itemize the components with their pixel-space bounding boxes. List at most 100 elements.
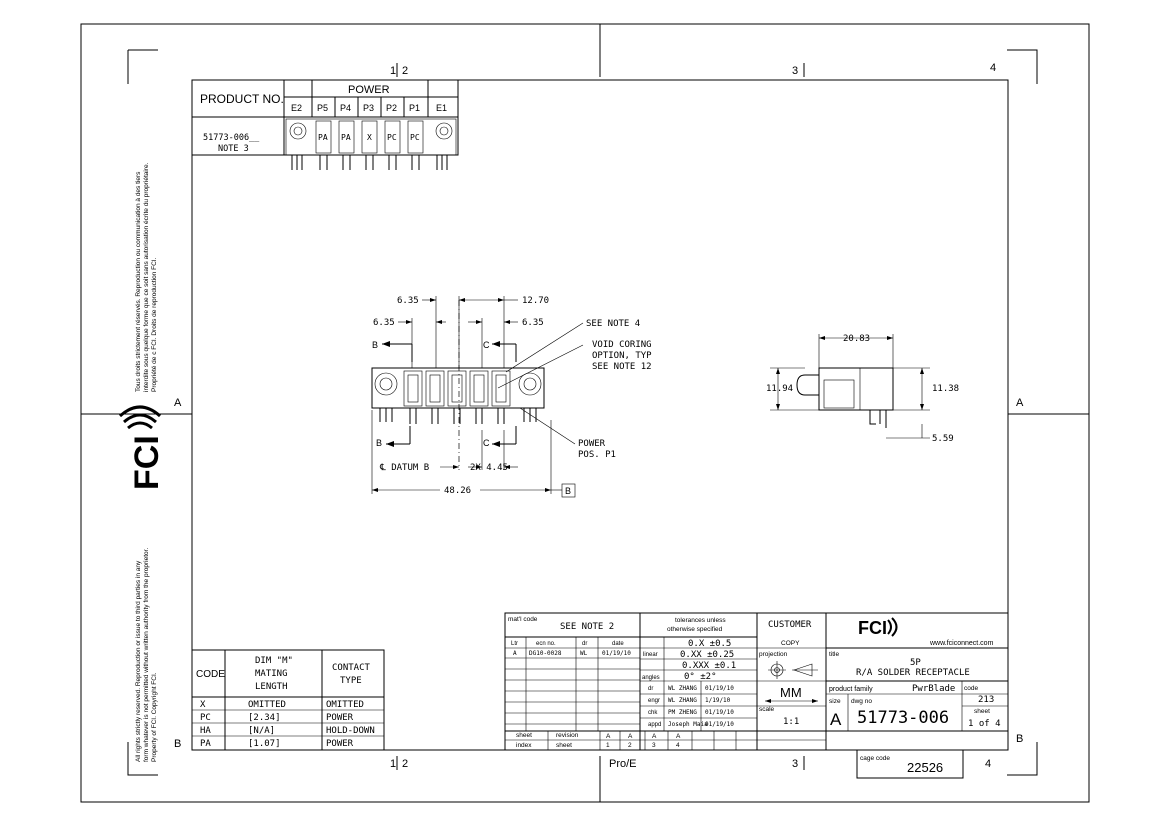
copyright-en-line: Property of FCI. Copyright FCI. (151, 672, 158, 762)
index-rev-cell: A (652, 733, 657, 740)
title-line2: R/A SOLDER RECEPTACLE (856, 668, 970, 678)
zone-label-right-b: B (1016, 733, 1023, 745)
sheet-label: sheet (516, 732, 532, 739)
index-sheet-cell: 4 (676, 742, 680, 749)
section-c-bottom: C (483, 438, 490, 448)
title-line1: 5P (910, 658, 921, 668)
index-sheet-cell: 3 (652, 742, 656, 749)
datum-b-box-label: B (565, 486, 571, 496)
approval-date: 01/19/10 (705, 709, 734, 716)
zone-label-left-a: A (174, 397, 182, 409)
rev-header-dr: dr (582, 641, 587, 647)
contact-code-p5: PA (318, 133, 328, 142)
zone-label-bottom-4: 4 (985, 758, 991, 770)
code-cell: X (200, 700, 206, 710)
zone-label-bottom-1: 1 (390, 758, 396, 770)
dim-side-height-left: 11.94 (766, 384, 793, 394)
approval-name: WL ZHANG (668, 685, 697, 692)
index-rev-cell: A (676, 733, 681, 740)
rev-dr: WL (580, 650, 588, 657)
section-c-top: C (483, 340, 490, 350)
scale-value: 1:1 (783, 717, 799, 727)
contact-code-p4: PA (341, 133, 351, 142)
dwg-no-label: dwg no (851, 698, 872, 705)
outer-border (80, 23, 1090, 803)
contact-type-cell: POWER (326, 739, 354, 749)
header-contact-line2: TYPE (340, 676, 362, 686)
copyright-en-line: All rights strictly reserved. Reproducti… (135, 560, 142, 762)
size-value: A (830, 710, 842, 729)
fci-logo-waves (887, 617, 898, 637)
revision-label: revision (556, 732, 579, 739)
matl-code-label: mat'l code (508, 616, 538, 623)
index-rev-cell: A (606, 733, 611, 740)
linear-label: linear (643, 652, 658, 658)
index-cells: A 1 A 2 A 3 A 4 (606, 733, 681, 749)
dim-side-bottom: 5.59 (932, 434, 954, 444)
copyright-fr-line: Tous droits strictement réservés. Reprod… (135, 171, 142, 392)
contact-type-cell: POWER (326, 713, 354, 723)
rev-header-ltr: Ltr (511, 641, 518, 647)
dim-overall: 48.26 (444, 486, 471, 496)
matl-code-value: SEE NOTE 2 (560, 622, 614, 632)
mating-length-cell: [2.34] (248, 713, 281, 723)
fci-logo-vertical: FCI (118, 405, 166, 490)
contact-code-p3: X (367, 133, 372, 142)
zone-label-bottom-2: 2 (402, 758, 408, 770)
datum-b-box (561, 483, 576, 498)
copy-label: COPY (781, 640, 800, 647)
section-b-bottom: B (376, 438, 382, 448)
projection-label: projection (759, 651, 788, 658)
approval-date: 01/19/10 (705, 721, 734, 728)
front-view: 6.35 12.70 6.35 6.35 B C B C SEE NOTE 4 (371, 296, 652, 498)
sheet-of: 1 of 4 (968, 719, 1001, 729)
approval-role: appd (648, 722, 661, 728)
dwg-no: 51773-006 (857, 708, 949, 728)
index-sheet-cell: 2 (628, 742, 632, 749)
index-rev-cell: A (628, 733, 633, 740)
copyright-en-line: form whatever is not permitted without w… (143, 548, 150, 762)
tolerances-label1: tolerances unless (675, 617, 726, 624)
code-table: CODE DIM "M" MATING LENGTH CONTACT TYPE (191, 649, 385, 751)
dim-6-35-right: 6.35 (522, 318, 544, 328)
index-sheet-cell: 1 (606, 742, 610, 749)
customer-label: CUSTOMER (768, 620, 812, 630)
code-label: code (964, 685, 978, 692)
tol-2: 0.XX ±0.25 (680, 650, 734, 660)
header-dim-line3: LENGTH (255, 682, 288, 692)
dim-pitch: 2X 4.45 (470, 463, 508, 473)
void-coring-line2: OPTION, TYP (592, 351, 652, 361)
index-sheet-label: sheet (556, 742, 572, 749)
part-number: 51773-006__ (203, 133, 260, 143)
zone-label-bottom-3: 3 (792, 758, 798, 770)
approval-role: engr (648, 698, 660, 704)
cage-code-label: cage code (860, 755, 890, 762)
connector-body (371, 367, 545, 409)
dim-6-35-left: 6.35 (373, 318, 395, 328)
copyright-english: All rights strictly reserved. Reproducti… (135, 548, 158, 762)
zone-label-top-4: 4 (990, 62, 996, 74)
header-code: CODE (196, 669, 225, 680)
code-cell: PC (200, 713, 211, 723)
header-dim-line2: MATING (255, 669, 288, 679)
copyright-fr-line: interdite sous quelque forme que ce soit… (143, 162, 150, 392)
approval-name: WL ZHANG (668, 697, 697, 704)
contact-code-p2: PC (387, 133, 397, 142)
zone-label-top-2: 2 (402, 65, 408, 77)
col-p1: P1 (409, 103, 420, 113)
logo-text: FCI (128, 435, 166, 490)
void-coring-line3: SEE NOTE 12 (592, 362, 652, 372)
title-block-right: FCI www.fciconnect.com title 5P R/A SOLD… (609, 617, 1001, 775)
dim-side-height-right: 11.38 (932, 384, 959, 394)
index-label: index (516, 742, 532, 749)
power-pos-line1: POWER (578, 439, 606, 449)
product-table: PRODUCT NO. POWER E2 P5 P4 P3 P2 P1 E1 5… (191, 79, 459, 170)
zone-label-top-1: 1 (390, 65, 396, 77)
product-family: PwrBlade (912, 684, 955, 694)
section-b-top: B (372, 340, 378, 350)
contact-code-p1: PC (410, 133, 420, 142)
zone-label-right-a: A (1016, 397, 1024, 409)
